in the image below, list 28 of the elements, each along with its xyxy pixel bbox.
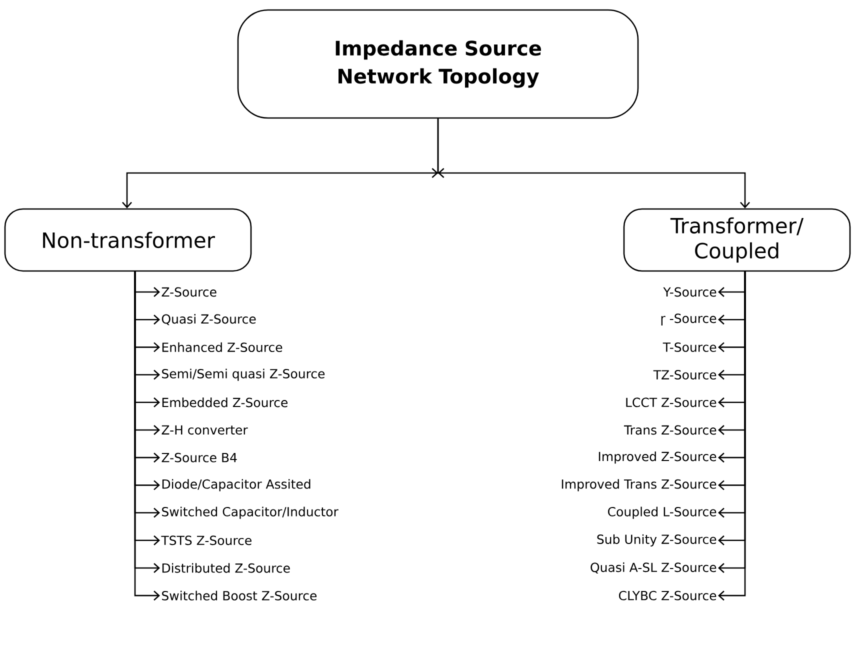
topology-label: ɼ -Source — [661, 314, 716, 326]
topology-label: TZ-Source — [653, 370, 716, 380]
topology-label: Z-Source — [162, 287, 216, 297]
topology-label: Enhanced Z-Source — [162, 342, 282, 352]
topology-label: Quasi Z-Source — [162, 314, 256, 326]
topology-label: Quasi A-SL Z-Source — [590, 562, 716, 574]
topology-label: Semi/Semi quasi Z-Source — [162, 368, 325, 381]
topology-label: CLYBC Z-Source — [619, 590, 716, 600]
category-box: Transformer/ Coupled — [623, 208, 851, 272]
topology-label: Embedded Z-Source — [162, 398, 288, 408]
topology-label: Improved Z-Source — [598, 452, 716, 464]
topology-label: T-Source — [662, 342, 716, 352]
topology-label: Switched Boost Z-Source — [162, 590, 317, 600]
topology-label: Switched Capacitor/Inductor — [162, 506, 338, 519]
connector-arrow — [432, 118, 750, 208]
topology-label: Z-H converter — [162, 425, 248, 435]
topology-label: Diode/Capacitor Assited — [162, 479, 310, 492]
topology-label: Distributed Z-Source — [162, 563, 290, 573]
topology-label: Coupled L-Source — [608, 506, 716, 519]
topology-label: LCCT Z-Source — [626, 398, 716, 408]
topology-label: TSTS Z-Source — [161, 536, 252, 546]
category-box: Non-transformer — [4, 208, 252, 272]
topology-label: Improved Trans Z-Source — [562, 479, 716, 492]
topology-label: Sub Unity Z-Source — [597, 534, 716, 546]
topology-label: Y-Source — [663, 287, 716, 297]
root-box: Impedance Source Network Topology — [237, 9, 639, 119]
topology-label: Z-Source B4 — [162, 452, 237, 462]
topology-label: Trans Z-Source — [624, 425, 716, 435]
